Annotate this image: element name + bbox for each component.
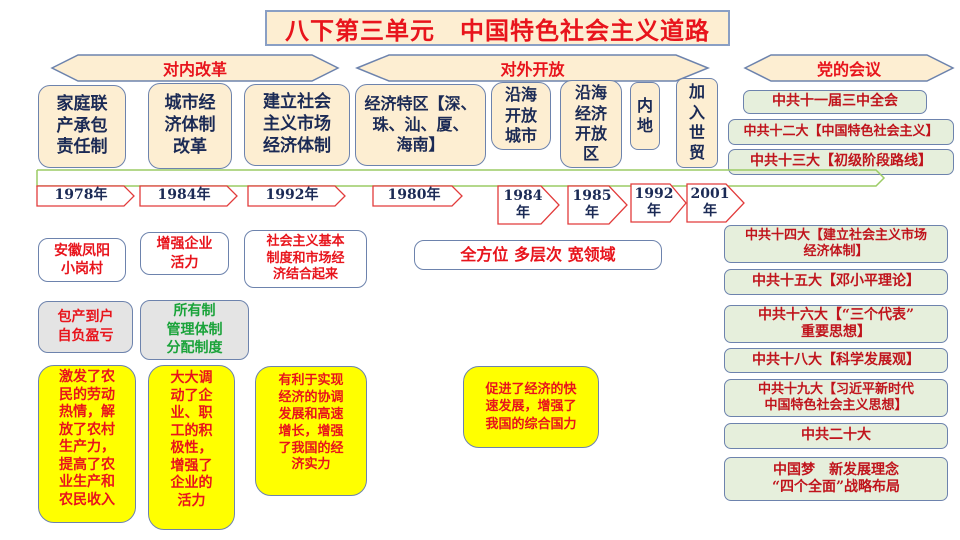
year-marker: 1984年 (139, 185, 239, 207)
detail-enterprise-vitality: 增强企业活力 (140, 232, 229, 275)
party-meeting-item: 中共十六大【“三个代表”重要思想】 (724, 305, 948, 343)
party-meeting-item: 中共十二大【中国特色社会主义】 (728, 119, 954, 145)
party-meeting-item: 中共十一届三中全会 (743, 90, 927, 114)
detail-socialism-market-combination: 社会主义基本制度和市场经济结合起来 (244, 230, 367, 288)
party-meeting-item: 中共十四大【建立社会主义市场经济体制】 (724, 225, 948, 263)
measure-household-contract: 包产到户自负盈亏 (38, 301, 133, 353)
hexagon-banner-icon (50, 54, 340, 82)
hexagon-banner-icon (355, 54, 710, 82)
topic-urban-economic-reform: 城市经济体制改革 (148, 83, 232, 169)
pentagon-arrow-icon (567, 185, 628, 225)
topic-coastal-economic-open-zones: 沿海经济开放区 (560, 80, 622, 168)
effect-urban-reform: 大大调动了企业、职工的积极性，增强了企业的活力 (148, 365, 235, 530)
party-meeting-item: 中共十八大【科学发展观】 (724, 348, 948, 373)
hexagon-banner-icon (743, 54, 955, 82)
pentagon-arrow-icon (497, 185, 560, 225)
topic-household-responsibility-system: 家庭联产承包责任制 (38, 85, 126, 168)
opening-pattern: 全方位 多层次 宽领域 (414, 240, 662, 270)
pentagon-arrow-icon (372, 185, 463, 207)
pentagon-arrow-icon (686, 183, 745, 223)
topic-coastal-open-cities: 沿海开放城市 (491, 82, 551, 150)
topic-join-wto: 加入世贸 (676, 78, 718, 168)
measure-ownership-management-distribution: 所有制管理体制分配制度 (140, 300, 249, 360)
year-marker: 1980年 (372, 185, 464, 207)
topic-special-economic-zones: 经济特区【深、珠、汕、厦、海南】 (355, 84, 486, 166)
pentagon-arrow-icon (139, 185, 238, 207)
year-marker: 1978年 (36, 185, 136, 207)
party-meeting-item: 中共十五大【邓小平理论】 (724, 269, 948, 295)
detail-xiaogang-village: 安徽凤阳小岗村 (38, 238, 126, 282)
effect-rural-reform: 激发了农民的劳动热情，解放了农村生产力，提高了农业生产和农民收入 (38, 365, 136, 523)
party-meeting-item: 中国梦 新发展理念“四个全面”战略布局 (724, 457, 948, 501)
topic-inland: 内地 (630, 82, 660, 150)
party-meeting-item: 中共二十大 (724, 423, 948, 449)
pentagon-arrow-icon (36, 185, 135, 207)
pentagon-arrow-icon (630, 183, 687, 223)
effect-opening-up: 促进了经济的快速发展，增强了我国的综合国力 (463, 366, 599, 448)
section-header-opening-up: 对外开放 (355, 54, 710, 82)
timeline-arrow (36, 169, 886, 187)
pentagon-arrow-icon (247, 185, 346, 207)
year-marker: 1992年 (247, 185, 347, 207)
effect-market-economy: 有利于实现经济的协调发展和高速增长，增强了我国的经济实力 (255, 366, 367, 496)
section-header-internal-reform: 对内改革 (50, 54, 340, 82)
section-header-party-meetings: 党的会议 (743, 54, 955, 82)
topic-socialist-market-economy: 建立社会主义市场经济体制 (244, 84, 350, 166)
page-title: 八下第三单元 中国特色社会主义道路 (265, 10, 730, 46)
party-meeting-item: 中共十九大【习近平新时代中国特色社会主义思想】 (724, 379, 948, 417)
